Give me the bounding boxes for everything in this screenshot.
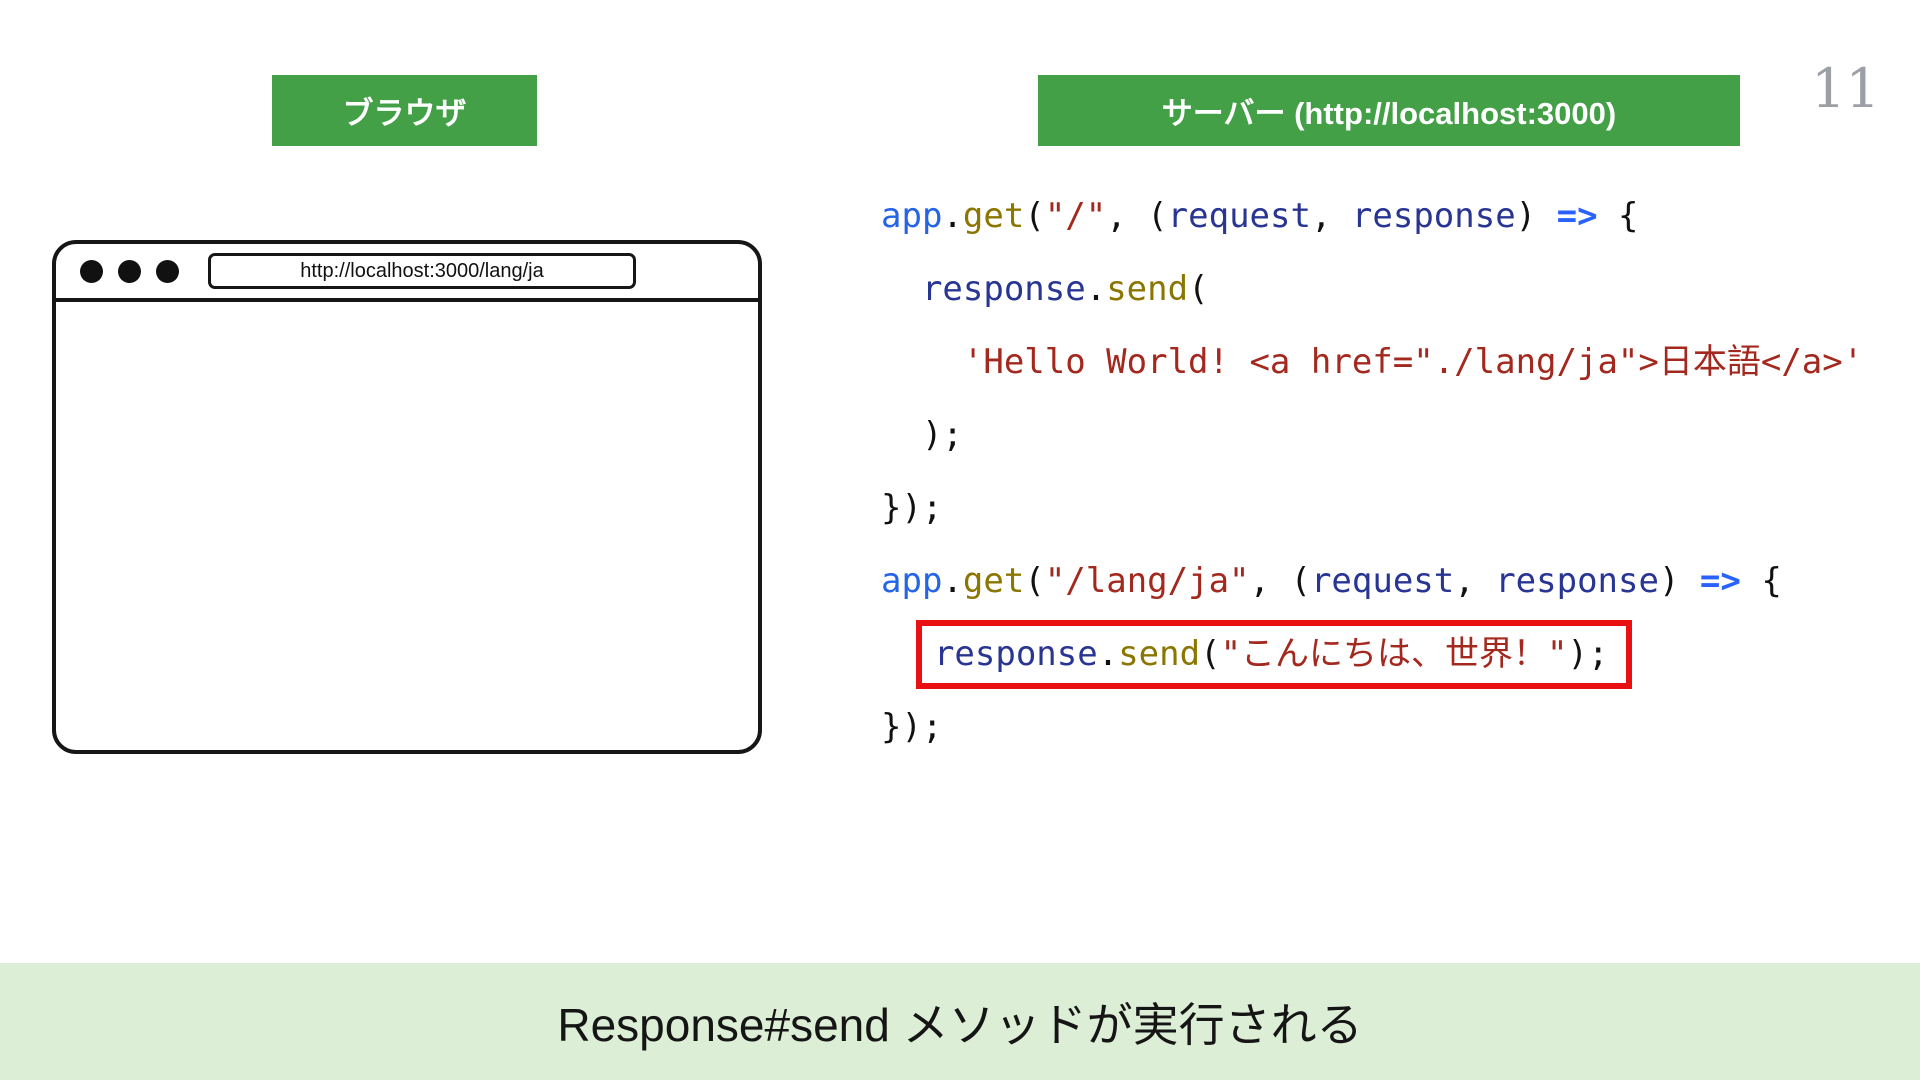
caption-text: Response#send メソッドが実行される [557, 998, 1363, 1051]
code-token-plain: }); [881, 488, 943, 528]
code-token-string: "こんにちは、世界！" [1220, 634, 1568, 674]
code-line: ); [881, 399, 1863, 472]
window-dot-icon [80, 259, 103, 283]
code-token-plain: , ( [1106, 196, 1168, 236]
server-label-badge: サーバー (http://localhost:3000) [1038, 75, 1740, 146]
code-token-plain: . [942, 561, 963, 601]
code-token-plain: , [1310, 196, 1352, 236]
code-token-navy: response [1351, 196, 1516, 236]
code-token-plain: ) [1515, 196, 1557, 236]
code-token-plain: ( [1200, 634, 1221, 674]
url-bar: http://localhost:3000/lang/ja [208, 253, 636, 289]
code-token-olive: get [962, 561, 1025, 601]
code-line: response.send("こんにちは、世界！"); [881, 618, 1863, 691]
code-token-blue: app [881, 561, 943, 601]
code-token-plain: { [1597, 196, 1639, 236]
code-token-olive: get [962, 196, 1025, 236]
code-token-string: "/lang/ja" [1044, 561, 1250, 601]
code-line: app.get("/lang/ja", (request, response) … [881, 545, 1863, 618]
code-token-plain: }); [881, 707, 943, 747]
browser-titlebar: http://localhost:3000/lang/ja [56, 244, 758, 302]
code-token-plain: . [1085, 269, 1107, 309]
code-token-navy: request [1310, 561, 1455, 601]
caption-banner: Response#send メソッドが実行される [0, 963, 1920, 1080]
code-token-plain: , ( [1249, 561, 1311, 601]
code-token-olive: send [1118, 634, 1201, 674]
code-token-string: "/" [1044, 196, 1107, 236]
code-token-arrow: => [1556, 196, 1598, 236]
code-token-blue: app [881, 196, 943, 236]
code-token-plain: ( [1188, 269, 1209, 309]
browser-label-badge: ブラウザ [272, 75, 537, 146]
code-line: }); [881, 472, 1863, 545]
code-token-plain: ); [921, 415, 963, 455]
code-token-plain: . [1097, 634, 1119, 674]
window-dot-icon [156, 259, 179, 283]
code-line: app.get("/", (request, response) => { [881, 180, 1863, 253]
code-token-plain: . [942, 196, 963, 236]
code-line: 'Hello World! <a href="./lang/ja">日本語</a… [881, 326, 1863, 399]
code-token-arrow: => [1699, 561, 1741, 601]
server-code-block: app.get("/", (request, response) => { re… [881, 180, 1863, 764]
code-token-navy: request [1167, 196, 1311, 236]
highlighted-code-box: response.send("こんにちは、世界！"); [915, 620, 1633, 690]
code-token-plain: ) [1658, 561, 1700, 601]
code-token-plain: { [1740, 561, 1782, 601]
code-line: response.send( [881, 253, 1863, 326]
window-dot-icon [118, 259, 141, 283]
code-token-olive: send [1106, 269, 1189, 309]
code-token-plain: ( [1024, 561, 1045, 601]
code-token-plain: ( [1024, 196, 1045, 236]
page-number: 11 [1811, 57, 1880, 120]
browser-window-mockup: http://localhost:3000/lang/ja [52, 240, 762, 754]
code-token-string: 'Hello World! <a href="./lang/ja">日本語</a… [962, 342, 1864, 382]
code-line: }); [881, 691, 1863, 764]
code-token-navy: response [933, 634, 1098, 674]
code-token-navy: response [921, 269, 1086, 309]
code-token-plain: ); [1567, 634, 1609, 674]
code-token-navy: response [1495, 561, 1659, 601]
code-token-plain: , [1454, 561, 1496, 601]
browser-viewport [56, 302, 758, 750]
